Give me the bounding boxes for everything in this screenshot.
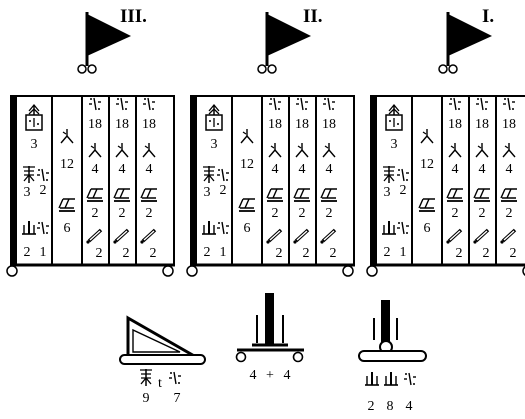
value: 2 — [276, 246, 283, 261]
value: t — [158, 376, 162, 391]
flag-label: III. — [120, 6, 147, 27]
value: 2 — [96, 246, 103, 261]
value: 3 — [391, 137, 398, 152]
value: 2 — [119, 206, 126, 221]
value: 3 — [211, 137, 218, 152]
value: 4 — [479, 162, 486, 177]
value: 2 — [456, 246, 463, 261]
value: 2 — [479, 206, 486, 221]
value: 1 — [40, 245, 47, 260]
value: 12 — [420, 157, 434, 172]
value: 3 — [204, 185, 211, 200]
flag-iii: III. — [76, 6, 147, 75]
value: 2 — [326, 206, 333, 221]
value: 4 — [272, 162, 279, 177]
value: 2 — [272, 206, 279, 221]
cart-unit: 9 t 7 — [119, 315, 206, 406]
value: 4 — [119, 162, 126, 177]
pickaxe-icon — [383, 371, 399, 386]
value: 2 — [150, 246, 157, 261]
value: 18 — [475, 117, 489, 132]
value: 1 — [400, 245, 407, 260]
value: 2 — [506, 206, 513, 221]
value: 2 — [204, 245, 211, 260]
value: 18 — [142, 117, 156, 132]
value: 2 — [123, 246, 130, 261]
value: 18 — [115, 117, 129, 132]
value: 1 — [220, 245, 227, 260]
value: 2 — [384, 245, 391, 260]
value: 4 — [299, 162, 306, 177]
value: 18 — [295, 117, 309, 132]
value: 2 — [510, 246, 517, 261]
flag-label: II. — [303, 6, 323, 27]
value: 7 — [174, 391, 181, 406]
cart-icon — [119, 315, 206, 365]
trench-icon — [168, 371, 182, 385]
value: 3 — [384, 185, 391, 200]
value: 4 — [146, 162, 153, 177]
pickaxe-icon — [364, 371, 380, 386]
value: 4 — [92, 162, 99, 177]
value: 12 — [60, 157, 74, 172]
value: 3 — [31, 137, 38, 152]
value: 18 — [268, 117, 282, 132]
value: 2 — [368, 399, 375, 414]
value: 6 — [244, 221, 251, 236]
mortar-icon — [358, 300, 427, 362]
value: 2 — [400, 183, 407, 198]
flag-ii: II. — [256, 6, 323, 75]
value: 18 — [448, 117, 462, 132]
value: 2 — [220, 183, 227, 198]
value: 4 — [452, 162, 459, 177]
mortar-unit: 2 8 4 — [358, 300, 427, 414]
cannon-unit: 4 + 4 — [235, 293, 304, 383]
value: 4 — [284, 368, 291, 383]
value: 18 — [502, 117, 516, 132]
formation-panel-iii: 3 3 2 2 1 12 6 18 4 2 2 18 4 2 2 18 4 2 … — [7, 96, 175, 276]
value: 3 — [24, 185, 31, 200]
value: 12 — [240, 157, 254, 172]
value: 2 — [483, 246, 490, 261]
value: 2 — [299, 206, 306, 221]
value: 2 — [303, 246, 310, 261]
value: 2 — [92, 206, 99, 221]
flag-label: I. — [482, 6, 494, 27]
value: 2 — [146, 206, 153, 221]
trench-icon — [403, 372, 417, 386]
value: 2 — [24, 245, 31, 260]
value: 18 — [322, 117, 336, 132]
value: + — [266, 368, 274, 383]
value: 4 — [326, 162, 333, 177]
flag-i: I. — [437, 6, 494, 75]
value: 18 — [88, 117, 102, 132]
value: 4 — [506, 162, 513, 177]
value: 8 — [387, 399, 394, 414]
value: 9 — [143, 391, 150, 406]
formation-panel-ii: 3 3 2 2 1 12 6 18 4 2 2 18 4 2 2 18 4 2 … — [187, 96, 355, 276]
value: 2 — [40, 183, 47, 198]
value: 2 — [452, 206, 459, 221]
value: 4 — [406, 399, 413, 414]
value: 4 — [250, 368, 257, 383]
cannon-icon — [235, 293, 304, 363]
value: 6 — [424, 221, 431, 236]
value: 6 — [64, 221, 71, 236]
formation-panel-i: 3 3 2 2 1 12 6 18 4 2 2 18 4 2 2 18 4 2 … — [367, 96, 525, 276]
value: 2 — [330, 246, 337, 261]
bird-icon — [139, 368, 153, 387]
